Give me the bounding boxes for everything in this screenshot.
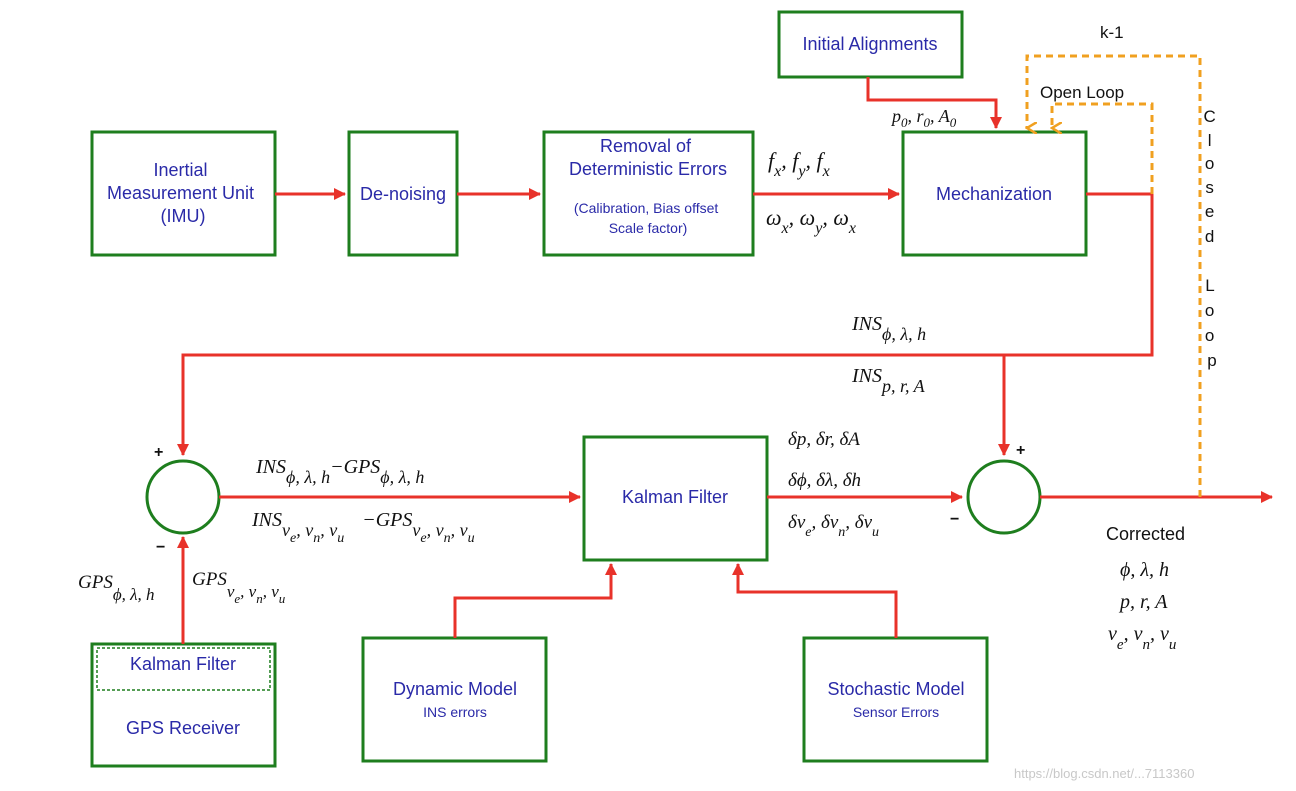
ins-attitude-label: INSp, r, A bbox=[851, 365, 926, 396]
arrow-stochastic-to-kalman bbox=[732, 563, 898, 638]
closed-loop-path bbox=[1027, 54, 1202, 497]
arrow-dynamic-to-kalman bbox=[453, 563, 617, 638]
gps-kalman-label: Kalman Filter bbox=[130, 654, 236, 674]
stochastic-model-label: Stochastic Model bbox=[827, 679, 964, 699]
gps-kalman-sub-box bbox=[96, 647, 271, 691]
imu-label-2: Measurement Unit bbox=[107, 183, 254, 203]
svg-text:(Calibration, Bias offset: (Calibration, Bias offset Scale factor) bbox=[574, 200, 722, 236]
velocity-error-label: δve, δvn, δvu bbox=[788, 512, 879, 540]
k-minus-1-label: k-1 bbox=[1100, 23, 1124, 42]
initial-alignments-box: Initial Alignments bbox=[777, 10, 964, 79]
gps-receiver-box: Kalman Filter GPS Receiver bbox=[90, 642, 277, 768]
imu-label-1: Inertial bbox=[153, 160, 207, 180]
closed-loop-label: C l o s e d L o o p bbox=[1203, 107, 1220, 370]
denoising-label: De-noising bbox=[360, 184, 446, 204]
corrected-position-label: ϕ, λ, h bbox=[1120, 559, 1169, 581]
left-summing-junction bbox=[145, 459, 221, 535]
dynamic-model-label: Dynamic Model bbox=[393, 679, 517, 699]
gps-position-label: GPSϕ, λ, h bbox=[78, 572, 155, 604]
angular-rate-label: ωx, ωy, ωx bbox=[766, 205, 856, 237]
gps-velocity-label: GPSve, vn, vu bbox=[192, 569, 286, 606]
initial-state-label: p0, r0, A0 bbox=[890, 106, 957, 130]
corrected-velocity-label: ve, vn, vu bbox=[1108, 623, 1176, 653]
left-minus-sign: − bbox=[156, 539, 165, 556]
svg-text:Removal of Deterministic: Removal of Deterministic Errors bbox=[569, 136, 727, 179]
watermark-text: https://blog.csdn.net/...7113360 bbox=[1014, 766, 1194, 781]
stochastic-model-sub: Sensor Errors bbox=[853, 704, 939, 720]
signal-arrows bbox=[177, 77, 1273, 644]
right-summing-junction bbox=[966, 459, 1042, 535]
removal-title-2: Deterministic Errors bbox=[569, 159, 727, 179]
open-loop-label: Open Loop bbox=[1040, 83, 1124, 102]
loop-paths bbox=[1027, 54, 1202, 497]
removal-sub-1: (Calibration, Bias offset bbox=[574, 200, 719, 216]
right-plus-sign: + bbox=[1016, 442, 1025, 459]
gps-receiver-label: GPS Receiver bbox=[126, 718, 240, 738]
denoising-box: De-noising bbox=[347, 130, 459, 257]
right-minus-sign: − bbox=[950, 511, 959, 528]
mechanization-label: Mechanization bbox=[936, 184, 1052, 204]
position-difference-label: INSϕ, λ, h−GPSϕ, λ, h bbox=[255, 456, 424, 487]
removal-box: Removal of Deterministic Errors (Calibra… bbox=[542, 130, 755, 257]
dynamic-model-box: Dynamic Model INS errors bbox=[361, 636, 548, 763]
corrected-attitude-label: p, r, A bbox=[1118, 591, 1168, 613]
corrected-label: Corrected bbox=[1106, 524, 1185, 544]
removal-title-1: Removal of bbox=[600, 136, 692, 156]
specific-force-label: fx, fy, fx bbox=[768, 148, 830, 180]
kalman-filter-label: Kalman Filter bbox=[622, 487, 728, 507]
removal-sub-2: Scale factor) bbox=[609, 220, 688, 236]
stochastic-model-box: Stochastic Model Sensor Errors bbox=[802, 636, 989, 763]
ins-position-label: INSϕ, λ, h bbox=[851, 313, 926, 344]
kalman-filter-box: Kalman Filter bbox=[582, 435, 769, 562]
mechanization-box: Mechanization bbox=[901, 130, 1088, 257]
imu-label-3: (IMU) bbox=[161, 206, 206, 226]
attitude-error-label: δp, δr, δA bbox=[788, 429, 860, 450]
position-error-label: δϕ, δλ, δh bbox=[788, 470, 861, 491]
dynamic-model-sub: INS errors bbox=[423, 704, 487, 720]
velocity-difference-label: INSve, vn, vu−GPSve, vn, vu bbox=[251, 509, 475, 546]
svg-text:Inertial Measurement Uni: Inertial Measurement Unit (IMU) bbox=[107, 160, 259, 226]
arrow-ins-feedback-to-left-junction bbox=[177, 192, 1154, 456]
left-plus-sign: + bbox=[154, 444, 163, 461]
initial-alignments-label: Initial Alignments bbox=[802, 34, 937, 54]
arrow-initial-to-mechanization bbox=[866, 77, 1002, 129]
imu-box: Inertial Measurement Unit (IMU) bbox=[90, 130, 277, 257]
